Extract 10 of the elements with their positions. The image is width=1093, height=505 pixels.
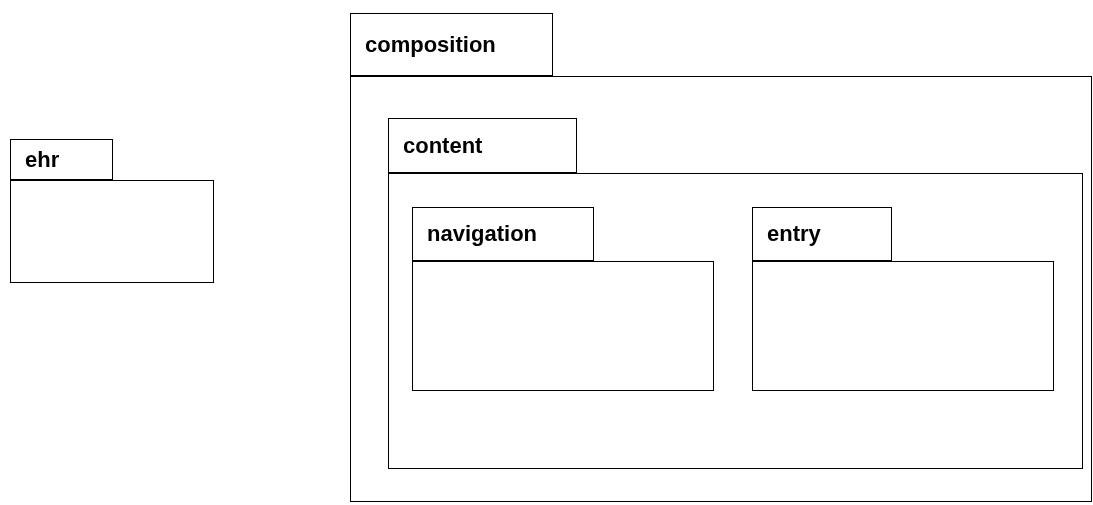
package <box>752 207 1054 392</box>
package-name: ehr <box>24 146 60 173</box>
package-name: composition <box>364 31 496 58</box>
package <box>10 139 214 284</box>
package <box>350 13 1092 503</box>
package-name: entry <box>766 221 821 247</box>
package <box>388 118 1083 470</box>
package <box>412 207 714 392</box>
package-name: content <box>402 132 483 159</box>
package-name: navigation <box>426 221 537 247</box>
